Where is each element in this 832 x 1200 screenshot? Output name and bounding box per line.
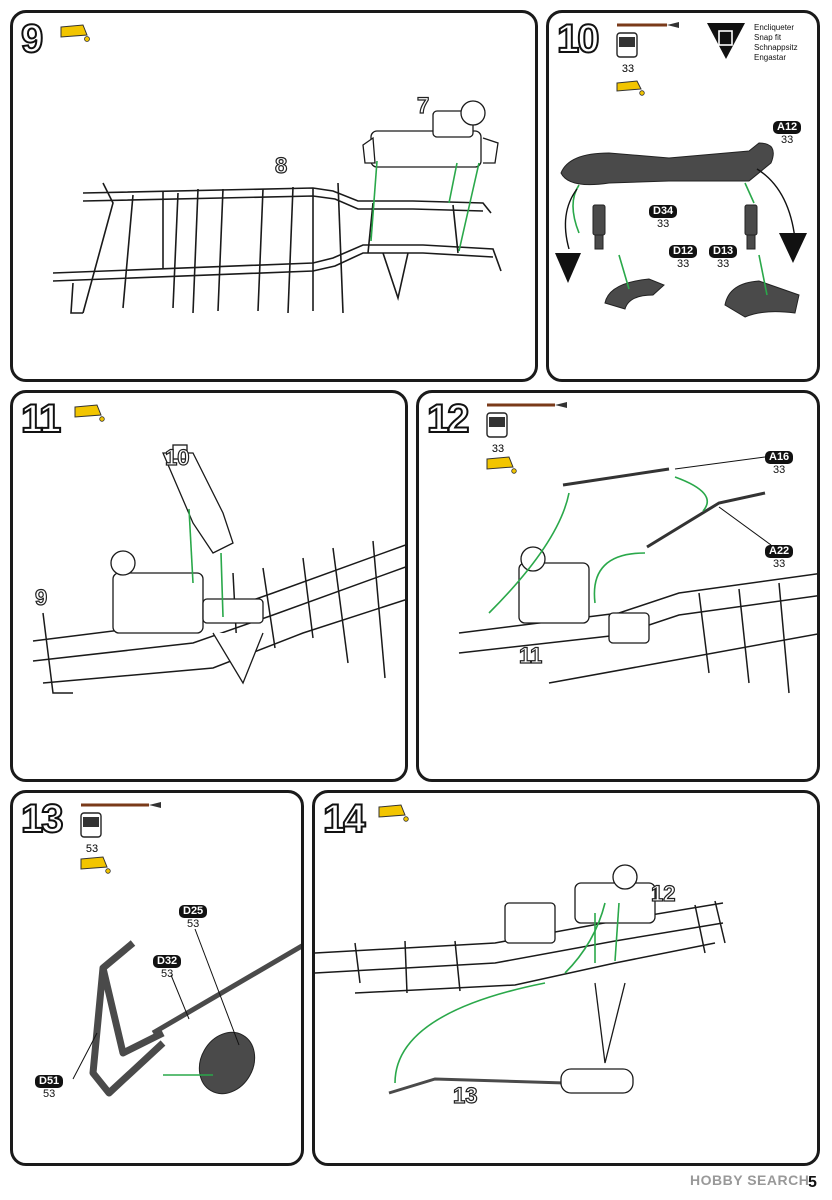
snap-fit-icon [707,23,745,59]
engine-assembly [518,546,650,644]
part-d32-pipe [151,943,301,1036]
paint-pot-icon [80,812,102,838]
page-number: 5 [808,1174,817,1191]
step-9-illustration [52,24,502,314]
step-12-panel: 12 [416,390,820,782]
assembly-arrows [394,902,620,1084]
step-11-illustration [32,404,405,694]
glue-tube-icon [80,856,111,874]
step-13-illustration [72,802,301,1097]
part-a22-rod [646,491,766,549]
assembly-arrows [572,182,768,296]
watermark: HOBBY SEARCH [690,1172,810,1188]
exhaust-muffler [560,1068,634,1094]
part-d25-muffler [198,1031,256,1095]
step-number: 11 [20,397,62,441]
glue-tube-icon [60,24,90,42]
callout-13: 13 [452,1082,478,1108]
callout-7: 7 [416,92,430,118]
part-arms [604,278,800,318]
assembly-arrows [188,508,224,618]
exhaust-assembly [388,1077,566,1095]
callout-10: 10 [164,444,190,470]
callout-12: 12 [650,880,676,906]
step-14-illustration [315,804,726,1095]
glue-tube-icon [378,804,409,822]
glue-tube-icon [616,80,645,96]
step-9-panel: 9 7 8 [10,10,538,382]
front-crossmember [162,444,234,554]
chassis-frame [52,182,502,314]
assembly-arrows [370,160,480,252]
paint-code: 33 [621,63,635,75]
paint-pot-icon [486,412,508,438]
engine-assembly [504,864,656,1064]
assembly-arrows [488,476,709,614]
callout-11: 11 [518,642,543,668]
paint-pot-icon [616,32,638,58]
glue-tube-icon [74,404,105,422]
paint-brush-icon [81,802,161,808]
paint-code: 53 [85,843,99,855]
paint-brush-icon [487,402,567,408]
snap-fit-icon [555,233,807,283]
step-10-panel: 10 [546,10,820,382]
step-number: 12 [426,397,470,441]
part-a12-crossmember [560,142,774,186]
step-14-panel: 14 12 13 [312,790,820,1166]
step-11-panel: 11 10 9 [10,390,408,782]
step-number: 14 [322,797,366,841]
engine-assembly [110,550,264,685]
step-number: 9 [20,17,44,61]
step-number: 13 [20,797,64,841]
paint-brush-icon [617,22,679,28]
step-12-illustration [458,402,817,694]
part-d34-shock [592,204,758,250]
part-d51-pipe [89,940,166,1097]
part-a16-rod [562,467,670,487]
callout-8: 8 [274,152,288,178]
step-10-illustration [555,22,807,318]
step-number: 10 [556,17,600,61]
glue-tube-icon [486,456,517,474]
callout-9: 9 [34,584,48,610]
engine-assembly [362,100,499,168]
chassis-frame [32,540,405,694]
paint-code: 33 [491,443,505,455]
